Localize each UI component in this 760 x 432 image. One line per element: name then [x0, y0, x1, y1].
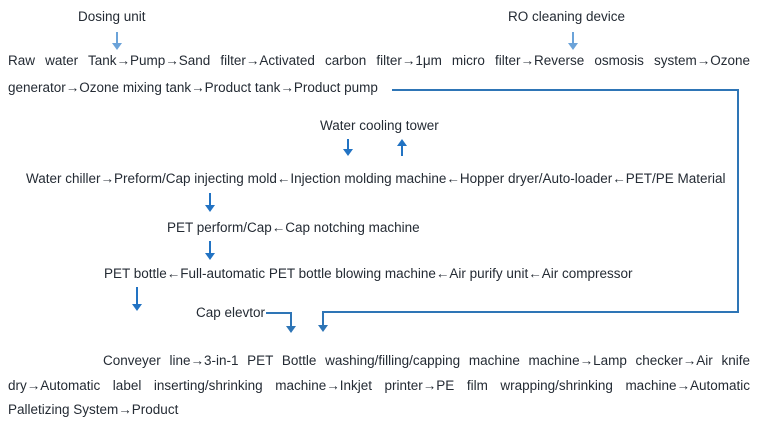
arrow-head	[112, 43, 122, 50]
product-pump-connector-drop-segment	[322, 311, 324, 326]
water-cooling-tower-label: Water cooling tower	[320, 118, 439, 133]
filling-flow-line-1: Conveyer line→3-in-1 PET Bottle washing/…	[103, 353, 750, 368]
dosing-unit-down-arrow-icon	[112, 32, 122, 50]
product-pump-connector-top-segment	[392, 89, 739, 91]
ro-cleaning-down-arrow-icon	[568, 32, 578, 50]
arrow-head	[205, 205, 215, 212]
injection-molding-row: Water chiller→Preform/Cap injecting mold…	[26, 171, 726, 186]
filling-flow-line-3: Palletizing System→Product	[8, 402, 179, 417]
cooling-tower-down-arrow-icon	[343, 139, 353, 156]
water-treatment-flow-line-2: generator→Ozone mixing tank→Product tank…	[8, 80, 378, 95]
arrow-head	[205, 253, 215, 260]
cap-elevator-connector-drop-segment	[290, 312, 292, 327]
arrow-head	[132, 304, 142, 311]
filling-flow-line-2: dry→Automatic label inserting/shrinking …	[8, 378, 750, 393]
arrow-shaft	[209, 193, 211, 206]
arrow-shaft	[136, 287, 138, 305]
product-pump-connector-bottom-segment	[322, 311, 739, 313]
ro-cleaning-device-label: RO cleaning device	[508, 9, 626, 24]
cap-notching-row: PET perform/Cap←Cap notching machine	[167, 220, 420, 235]
product-pump-connector-right-segment	[737, 89, 739, 313]
arrow-shaft	[209, 241, 211, 254]
arrow-shaft	[401, 145, 403, 156]
dosing-unit-label: Dosing unit	[78, 9, 146, 24]
mold-to-preform-arrow-icon	[205, 193, 215, 212]
pet-bottle-down-arrow-icon	[132, 287, 142, 311]
arrow-head	[397, 139, 407, 146]
arrow-shaft	[116, 32, 118, 44]
water-treatment-flow-line-1: Raw water Tank→Pump→Sand filter→Activate…	[8, 53, 750, 68]
arrow-head	[568, 43, 578, 50]
cap-elevator-connector-arrow-head	[286, 326, 296, 333]
bottle-blowing-row: PET bottle←Full-automatic PET bottle blo…	[104, 266, 633, 281]
arrow-head	[343, 149, 353, 156]
cap-elevator-label: Cap elevtor	[196, 305, 266, 320]
cap-elevator-connector-top-segment	[266, 312, 292, 314]
preform-to-bottle-arrow-icon	[205, 241, 215, 260]
arrow-shaft	[347, 139, 349, 150]
product-pump-connector-arrow-head	[318, 325, 328, 332]
cooling-tower-up-arrow-icon	[397, 139, 407, 156]
arrow-shaft	[572, 32, 574, 44]
